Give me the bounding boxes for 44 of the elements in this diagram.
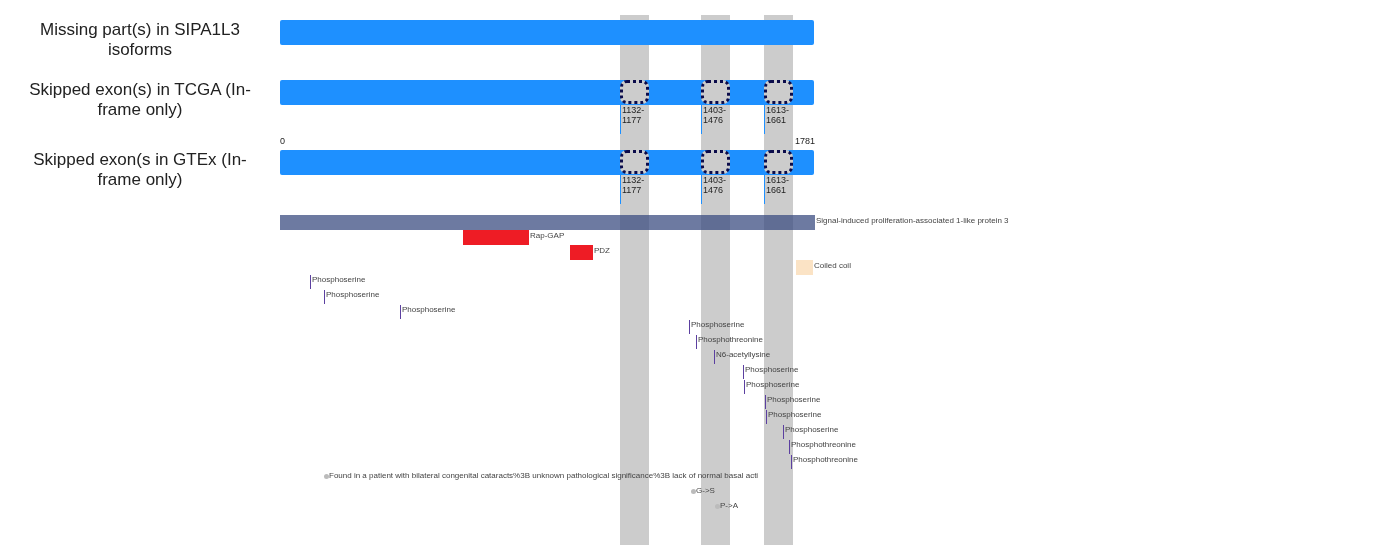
domain-bar	[796, 260, 813, 275]
track-bar	[280, 80, 814, 105]
exon-range-label: 1613- 1661	[764, 175, 792, 204]
modification-site-label: Phosphothreonine	[789, 440, 856, 454]
feature-label: Rap-GAP	[530, 231, 565, 241]
exon-range-label: 1132- 1177	[620, 105, 648, 134]
modification-site-label: Phosphothreonine	[696, 335, 763, 349]
modification-site-label: Phosphoserine	[765, 395, 821, 409]
modification-site-label: Phosphothreonine	[791, 455, 858, 469]
skipped-exon-box	[620, 150, 649, 174]
modification-site-label: Phosphoserine	[310, 275, 366, 289]
exon-range-label: 1403- 1476	[701, 175, 729, 204]
variant-label: G->S	[696, 486, 715, 496]
exon-range-label: 1132- 1177	[620, 175, 648, 204]
track-bar	[280, 150, 814, 175]
modification-site-label: N6-acetyllysine	[714, 350, 771, 364]
modification-site-label: Phosphoserine	[743, 365, 799, 379]
feature-label: Coiled coil	[814, 261, 851, 271]
domain-bar	[570, 245, 593, 260]
modification-site-label: Phosphoserine	[766, 410, 822, 424]
variant-label: Found in a patient with bilateral congenital cataracts%3B unknown pathological significance%3B lack of normal basal acti	[329, 471, 759, 481]
variant-label: P->A	[720, 501, 738, 511]
scale-label: 0	[280, 136, 285, 146]
track-bar	[280, 20, 814, 45]
skipped-exon-box	[701, 150, 730, 174]
row-heading: Missing part(s) in SIPA1L3 isoforms	[39, 20, 241, 60]
exon-range-label: 1613- 1661	[764, 105, 792, 134]
modification-site-label: Phosphoserine	[400, 305, 456, 319]
skipped-exon-box	[620, 80, 649, 104]
exon-range-label: 1403- 1476	[701, 105, 729, 134]
domain-bar	[463, 230, 529, 245]
protein-chain-bar	[280, 215, 815, 230]
feature-label: Signal-induced proliferation-associated 1-like protein 3	[816, 216, 1009, 226]
modification-site-label: Phosphoserine	[744, 380, 800, 394]
modification-site-label: Phosphoserine	[689, 320, 745, 334]
skipped-exon-box	[764, 150, 793, 174]
modification-site-label: Phosphoserine	[783, 425, 839, 439]
skipped-exon-box	[701, 80, 730, 104]
modification-site-label: Phosphoserine	[324, 290, 380, 304]
row-heading: Skipped exon(s) in TCGA (In-frame only)	[28, 80, 252, 120]
scale-label: 1781	[795, 136, 816, 146]
skipped-exon-box	[764, 80, 793, 104]
feature-label: PDZ	[594, 246, 610, 256]
row-heading: Skipped exon(s in GTEx (In-frame only)	[32, 150, 248, 190]
